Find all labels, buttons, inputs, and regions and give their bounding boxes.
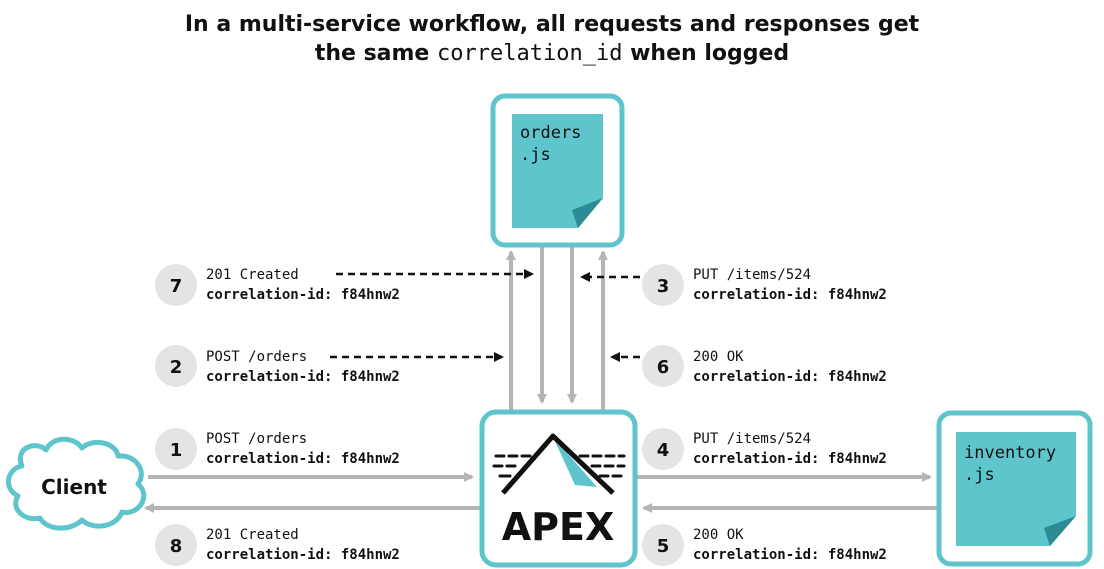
horizontal-arrows — [144, 472, 938, 513]
step-badge — [155, 345, 197, 387]
step-request-line: POST /orders — [206, 349, 307, 365]
inventory-filename-line2: .js — [964, 465, 995, 485]
step-5: 5 200 OK correlation-id: f84hnw2 — [642, 524, 887, 566]
page-fold — [1044, 516, 1076, 546]
step-badge — [642, 264, 684, 306]
apex-wordmark: APEX — [502, 505, 615, 549]
orders-filename-line2: .js — [520, 145, 551, 165]
vertical-arrows — [506, 246, 608, 410]
inventory-service-node: inventory .js — [936, 410, 1093, 567]
step-number: 6 — [657, 357, 670, 378]
step-correlation-id: correlation-id: f84hnw2 — [206, 547, 400, 563]
step-badge — [642, 345, 684, 387]
step-badge — [642, 524, 684, 566]
step-correlation-id: correlation-id: f84hnw2 — [693, 547, 887, 563]
step-badge — [155, 428, 197, 470]
step-badge — [155, 524, 197, 566]
page-fold — [572, 198, 603, 228]
step-correlation-id: correlation-id: f84hnw2 — [693, 451, 887, 467]
step-request-line: PUT /items/524 — [693, 267, 811, 283]
step-number: 3 — [657, 276, 670, 297]
document-icon — [956, 432, 1076, 546]
client-label: Client — [41, 475, 107, 499]
step-request-line: 201 Created — [206, 267, 299, 283]
step-3: 3 PUT /items/524 correlation-id: f84hnw2 — [642, 264, 887, 306]
step-badge — [155, 264, 197, 306]
step-correlation-id: correlation-id: f84hnw2 — [206, 287, 400, 303]
cloud-icon — [6, 436, 147, 531]
step-number: 5 — [657, 536, 670, 557]
diagram-title-line1: In a multi-service workflow, all request… — [185, 12, 920, 37]
step-badge — [642, 428, 684, 470]
apex-logo-icon — [492, 433, 626, 495]
step-request-line: PUT /items/524 — [693, 431, 811, 447]
apex-gateway-node: APEX — [479, 409, 638, 568]
step-8: 8 201 Created correlation-id: f84hnw2 — [155, 524, 400, 566]
step-correlation-id: correlation-id: f84hnw2 — [693, 369, 887, 385]
step-request-line: 201 Created — [206, 527, 299, 543]
diagram-title-line2: the same correlation_id when logged — [315, 41, 789, 66]
client-node: Client — [6, 436, 147, 531]
step-number: 1 — [170, 440, 183, 461]
step-number: 8 — [170, 536, 183, 557]
step-6: 6 200 OK correlation-id: f84hnw2 — [642, 345, 887, 387]
document-icon — [512, 114, 603, 228]
orders-service-node: orders .js — [490, 93, 625, 248]
step-request-line: POST /orders — [206, 431, 307, 447]
step-request-line: 200 OK — [693, 349, 744, 365]
step-correlation-id: correlation-id: f84hnw2 — [206, 451, 400, 467]
orders-filename-line1: orders — [520, 123, 581, 143]
inventory-filename-line1: inventory — [964, 443, 1056, 463]
step-number: 2 — [170, 357, 183, 378]
step-correlation-id: correlation-id: f84hnw2 — [206, 369, 400, 385]
step-number: 7 — [170, 276, 183, 297]
step-2: 2 POST /orders correlation-id: f84hnw2 — [155, 345, 400, 387]
step-request-line: 200 OK — [693, 527, 744, 543]
step-number: 4 — [657, 440, 670, 461]
step-4: 4 PUT /items/524 correlation-id: f84hnw2 — [642, 428, 887, 470]
step-7: 7 201 Created correlation-id: f84hnw2 — [155, 264, 400, 306]
step-correlation-id: correlation-id: f84hnw2 — [693, 287, 887, 303]
dashed-pointers — [330, 269, 640, 362]
step-1: 1 POST /orders correlation-id: f84hnw2 — [155, 428, 400, 470]
